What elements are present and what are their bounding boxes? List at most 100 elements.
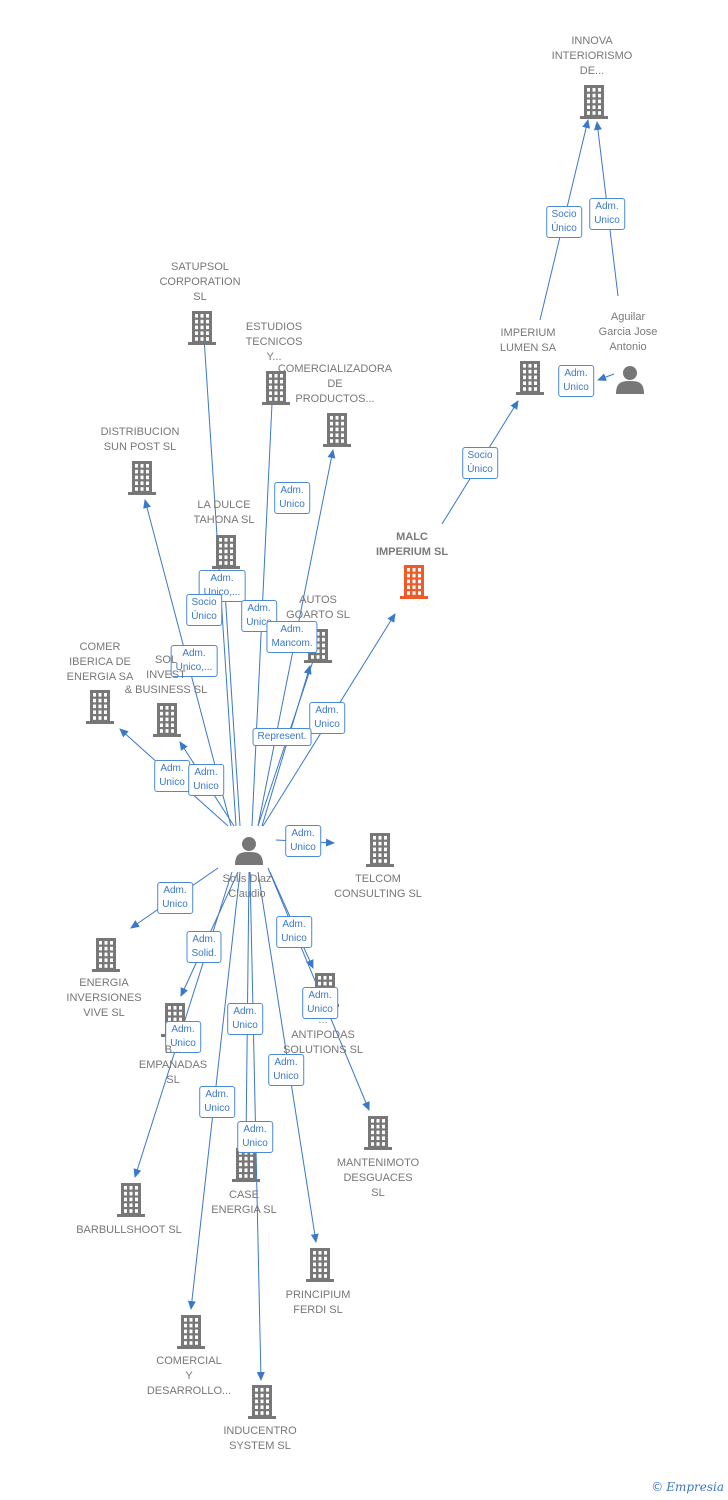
node-label-line: DE [327, 378, 343, 390]
relation-label-line: Adm. [595, 201, 619, 212]
building-icon-inducentro[interactable] [248, 1385, 276, 1419]
node-label-line: INTERIORISMO [551, 50, 633, 62]
building-icon-barbullshoot[interactable] [117, 1183, 145, 1217]
relation-label-solis-to-antipodas[interactable]: Adm.Unico [276, 916, 312, 948]
relation-label-line: Unico [246, 617, 272, 628]
node-label-line: SL [371, 1187, 385, 1199]
relation-label-solis-to-comercial[interactable]: Adm.Unico [199, 1086, 235, 1118]
relation-label-solis-to-comer-iberica[interactable]: Adm.Unico [154, 760, 190, 792]
node-label-line: Claudio [228, 888, 266, 900]
building-icon-estudios[interactable] [262, 371, 290, 405]
edge-solis-to-dulce [220, 575, 241, 827]
relation-label-aguilar-to-imperium-lumen[interactable]: Adm. Unico [558, 365, 594, 397]
building-icon-energia-vive[interactable] [92, 938, 120, 972]
relation-label-line: Adm. [564, 368, 588, 379]
relation-label-solis-to-energia-vive[interactable]: Adm.Unico [157, 882, 193, 914]
node-label-barbullshoot[interactable]: BARBULLSHOOT SL [76, 1223, 182, 1238]
node-label-line: EMPANADAS [138, 1059, 208, 1071]
building-icon-sol-invest[interactable] [153, 703, 181, 737]
relation-label-solis-to-case[interactable]: Adm.Unico [227, 1003, 263, 1035]
relation-label-line: Unico [162, 899, 188, 910]
relation-label-solis-to-telcom[interactable]: Adm.Unico [285, 825, 321, 857]
building-icon-comer-iberica[interactable] [86, 690, 114, 724]
relation-label-line: Unico [307, 1004, 333, 1015]
building-icon-mantenimoto[interactable] [364, 1116, 392, 1150]
relation-label-line: Represent. [257, 731, 307, 742]
relation-label-aguilar-to-innova[interactable]: Adm.Unico [589, 198, 625, 230]
relation-label-solis-to-sol-invest[interactable]: Adm.Unico [188, 764, 224, 796]
person-icon-solis[interactable] [235, 837, 263, 865]
node-label-line: COMERCIALIZADORA [277, 363, 393, 375]
relation-label-solis-to-comercializadora[interactable]: Adm.Unico [274, 482, 310, 514]
building-icon-case[interactable] [232, 1148, 260, 1182]
node-label-line: BARBULLSHOOT SL [76, 1224, 182, 1236]
node-label-line: FERDI SL [293, 1304, 343, 1316]
node-label-line: Y... [266, 351, 282, 363]
relation-label-solis-to-autos[interactable]: Adm.Mancom. [266, 621, 318, 653]
relation-label-solis-to-distribucion[interactable]: Adm.Unico,... [170, 645, 218, 677]
relation-label-line: Unico [563, 382, 589, 393]
node-label-line: Aguilar [610, 311, 646, 323]
relation-label-solis-to-malc[interactable]: Adm.Unico [309, 702, 345, 734]
node-label-line: LUMEN SA [499, 342, 557, 354]
node-label-principium[interactable]: PRINCIPIUM FERDI SL [286, 1288, 351, 1318]
relation-label-line: Adm. [171, 1024, 195, 1035]
relation-label-solis-to-estudios[interactable]: Adm.Unico [241, 600, 277, 632]
relation-label-line: Socio [551, 209, 577, 220]
node-label-line: COMERCIAL [156, 1355, 222, 1367]
node-label-line: Garcia Jose [598, 326, 658, 338]
node-label-line: SOL [154, 654, 178, 666]
node-label-line: CORPORATION [159, 276, 241, 288]
node-label-line: DE... [579, 65, 605, 77]
building-icon-comercializadora[interactable] [323, 413, 351, 447]
relation-label-line: Adm. [274, 1057, 298, 1068]
relation-label-solis-to-principium[interactable]: Adm.Unico [268, 1054, 304, 1086]
relation-label-solis-to-autos[interactable]: Represent. [252, 728, 312, 746]
building-icon-malc[interactable] [400, 565, 428, 599]
relation-label-line: Solid. [191, 948, 217, 959]
building-icon-telcom[interactable] [366, 833, 394, 867]
person-icon-aguilar[interactable] [616, 366, 644, 394]
building-icon-comercial[interactable] [177, 1315, 205, 1349]
building-icon-imperium-lumen[interactable] [516, 361, 544, 395]
building-icon-satupsol[interactable] [188, 311, 216, 345]
building-icon-innova[interactable] [580, 85, 608, 119]
building-icon-distribucion[interactable] [128, 461, 156, 495]
relation-label-solis-to-empanadas[interactable]: Adm.Solid. [186, 931, 222, 963]
relation-label-line: Adm. [291, 828, 315, 839]
relation-label-solis-to-mantenimoto[interactable]: Adm.Unico [302, 987, 338, 1019]
relation-label-solis-to-barbullshoot[interactable]: Adm.Unico [165, 1021, 201, 1053]
relation-label-line: Unico [314, 719, 340, 730]
building-icon-principium[interactable] [306, 1248, 334, 1282]
node-label-line: PRINCIPIUM [285, 1289, 351, 1301]
relation-label-line: Único [467, 464, 493, 475]
building-icon-dulce[interactable] [212, 535, 240, 569]
relation-label-solis-to-inducentro[interactable]: Adm.Unico [237, 1121, 273, 1153]
node-label-line: SL [193, 291, 207, 303]
brand-footer[interactable]: ©Empresia [651, 1480, 724, 1494]
